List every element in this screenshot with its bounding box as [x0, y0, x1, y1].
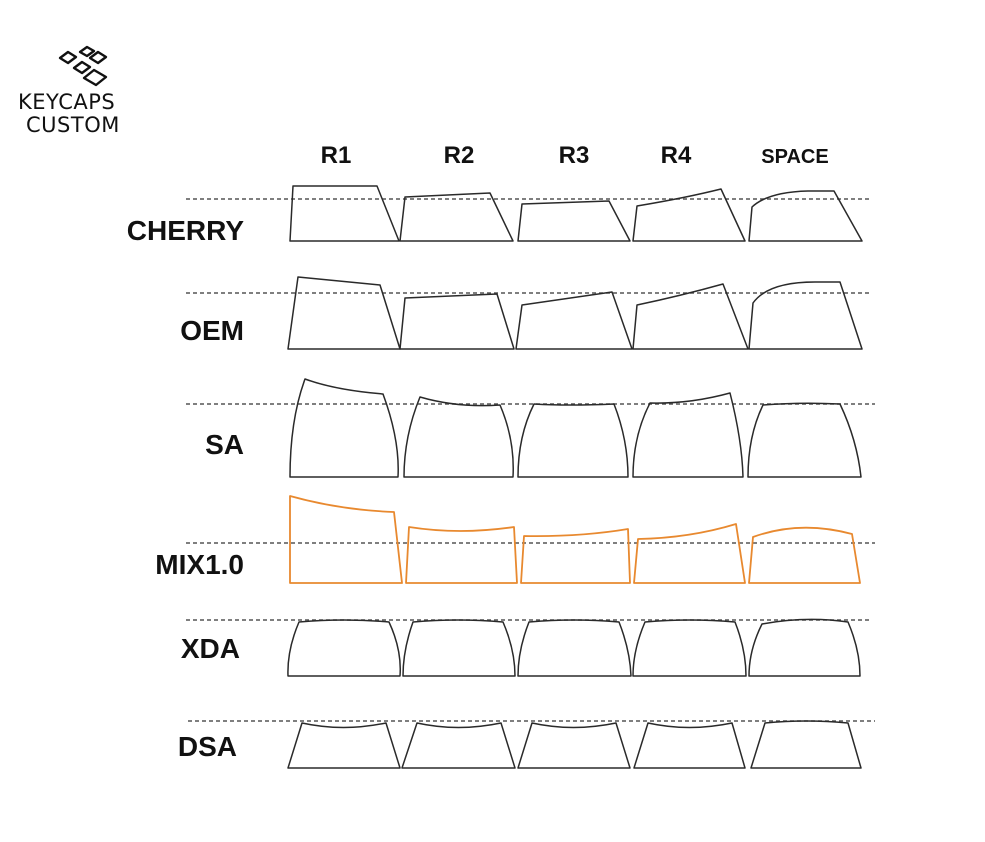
mix1-0-keycap-r4	[633, 523, 746, 584]
profile-label-xda: XDA	[181, 633, 240, 664]
dsa-keycap-r3	[517, 722, 631, 769]
mix1-0-keycap-r1	[289, 495, 403, 584]
oem-keycap-r4	[632, 283, 749, 350]
profile-row-oem: OEM	[180, 276, 872, 350]
brand-name-line1: KEYCAPS	[18, 90, 116, 114]
dsa-keycap-space	[750, 720, 862, 769]
oem-keycap-r2	[399, 293, 515, 350]
keycaps-logo-icon	[58, 45, 108, 87]
profile-label-dsa: DSA	[178, 731, 237, 762]
cherry-keycap-r4	[632, 188, 746, 242]
mix1-0-keycap-space	[748, 526, 861, 584]
column-headers: R1 R2 R3 R4 SPACE	[321, 142, 829, 169]
column-header-r4: R4	[661, 142, 692, 169]
cherry-keycap-r2	[399, 192, 514, 242]
sa-keycap-r4	[632, 392, 744, 478]
dsa-keycap-r2	[401, 722, 516, 769]
xda-keycap-space	[748, 618, 861, 677]
sa-keycap-r1	[289, 378, 399, 478]
column-header-r2: R2	[444, 142, 475, 169]
brand-logo: KEYCAPS CUSTOM	[14, 40, 174, 140]
profile-row-mix1-0: MIX1.0	[155, 495, 875, 584]
cherry-keycap-r1	[289, 185, 400, 242]
oem-keycap-space	[748, 281, 863, 350]
profile-row-sa: SA	[186, 378, 875, 478]
xda-keycap-r1	[287, 619, 402, 677]
column-header-r3: R3	[559, 142, 590, 169]
dsa-keycap-r4	[633, 722, 746, 769]
profile-row-xda: XDA	[181, 618, 872, 677]
mix1-0-keycap-r2	[405, 526, 518, 584]
column-header-space: SPACE	[761, 146, 828, 168]
xda-keycap-r2	[402, 619, 516, 677]
sa-keycap-r3	[517, 403, 629, 478]
cherry-keycap-space	[748, 190, 863, 242]
mix1-0-keycap-r3	[520, 528, 631, 584]
profile-label-sa: SA	[205, 429, 244, 460]
profile-label-oem: OEM	[180, 315, 244, 346]
cherry-keycap-r3	[517, 200, 631, 242]
sa-keycap-space	[747, 402, 862, 478]
oem-keycap-r3	[515, 291, 633, 350]
profile-row-cherry: CHERRY	[127, 185, 872, 246]
xda-keycap-r3	[517, 619, 632, 677]
column-header-r1: R1	[321, 142, 352, 169]
oem-keycap-r1	[287, 276, 401, 350]
profile-row-dsa: DSA	[178, 720, 875, 769]
sa-keycap-r2	[403, 396, 514, 478]
dsa-keycap-r1	[287, 722, 401, 769]
brand-name-line2: CUSTOM	[26, 113, 120, 137]
xda-keycap-r4	[632, 619, 747, 677]
profile-label-cherry: CHERRY	[127, 215, 245, 246]
profile-label-mix1-0: MIX1.0	[155, 549, 244, 580]
